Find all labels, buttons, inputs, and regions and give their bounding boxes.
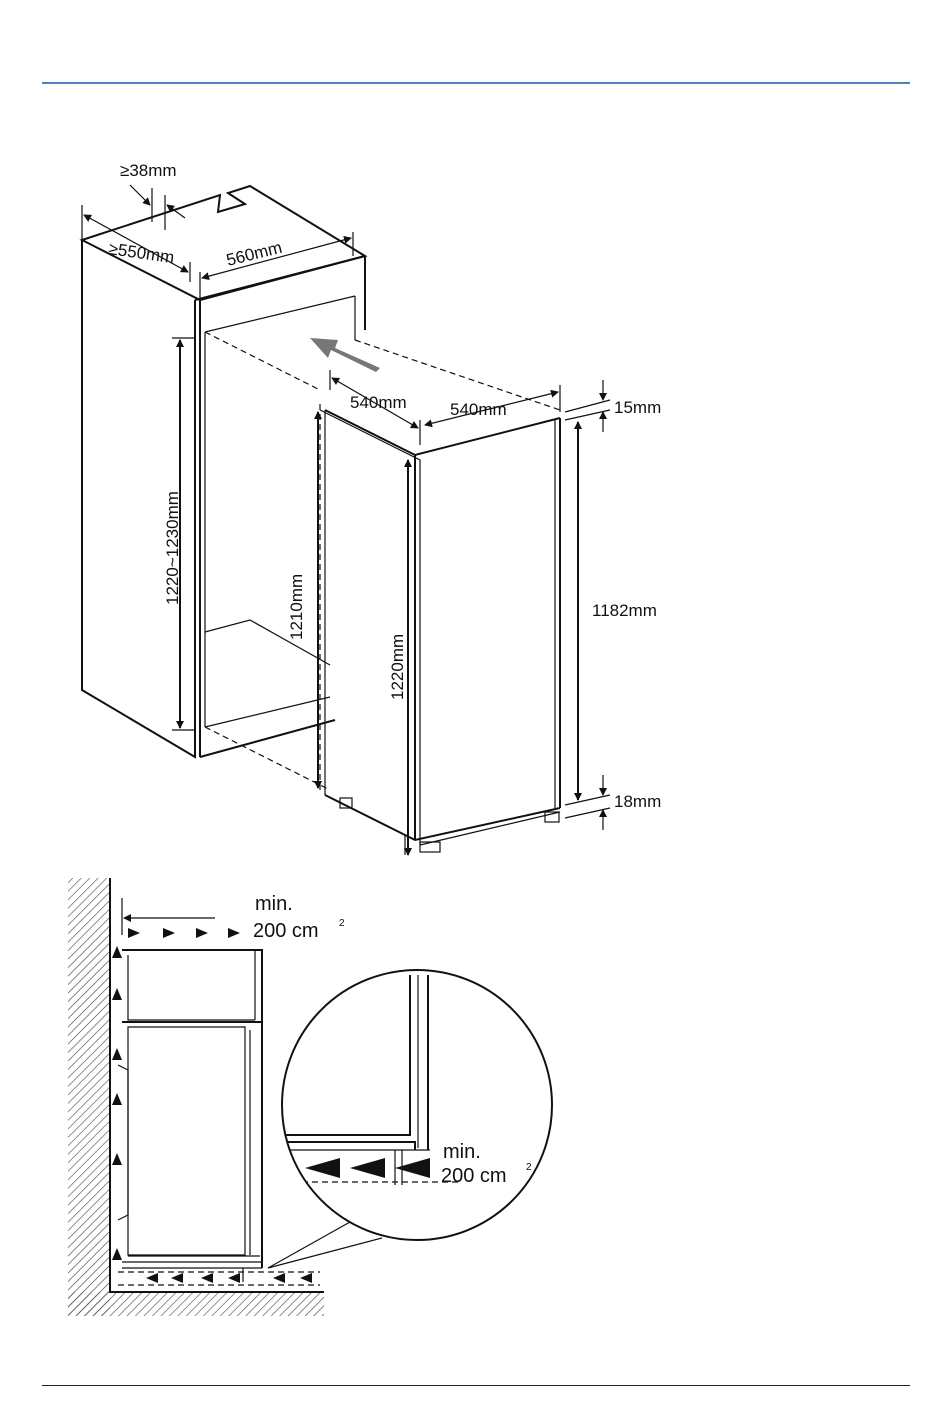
dimension-lines <box>82 185 610 855</box>
dim-top-gap: 15mm <box>614 398 661 417</box>
top-vent-label-min: min. <box>255 893 293 915</box>
insert-direction-arrow-icon <box>310 338 380 372</box>
dim-appliance-depth: 540mm <box>350 393 407 412</box>
dim-bottom-gap: 18mm <box>614 792 661 811</box>
dim-niche-depth: ≥550mm <box>107 239 175 267</box>
dim-inner-height: 1210mm <box>287 574 306 640</box>
dim-appliance-width: 540mm <box>450 400 507 419</box>
top-vent-label-sup: 2 <box>339 918 345 929</box>
niche-cabinet <box>82 186 560 790</box>
dim-niche-height: 1220~1230mm <box>163 491 182 605</box>
bottom-vent-label-area: 200 cm <box>441 1165 507 1187</box>
bottom-vent-label-min: min. <box>443 1141 481 1163</box>
dim-appliance-height: 1220mm <box>388 634 407 700</box>
top-vent-label-area: 200 cm <box>253 920 319 942</box>
appliance-body <box>320 410 560 855</box>
dim-niche-width: 560mm <box>224 238 284 270</box>
magnifier-circle-icon <box>268 970 552 1268</box>
bottom-vent-label-sup: 2 <box>526 1162 532 1173</box>
dim-gap-top: ≥38mm <box>120 161 177 180</box>
dim-door-height: 1182mm <box>592 601 657 620</box>
side-view-cabinet <box>118 950 262 1282</box>
